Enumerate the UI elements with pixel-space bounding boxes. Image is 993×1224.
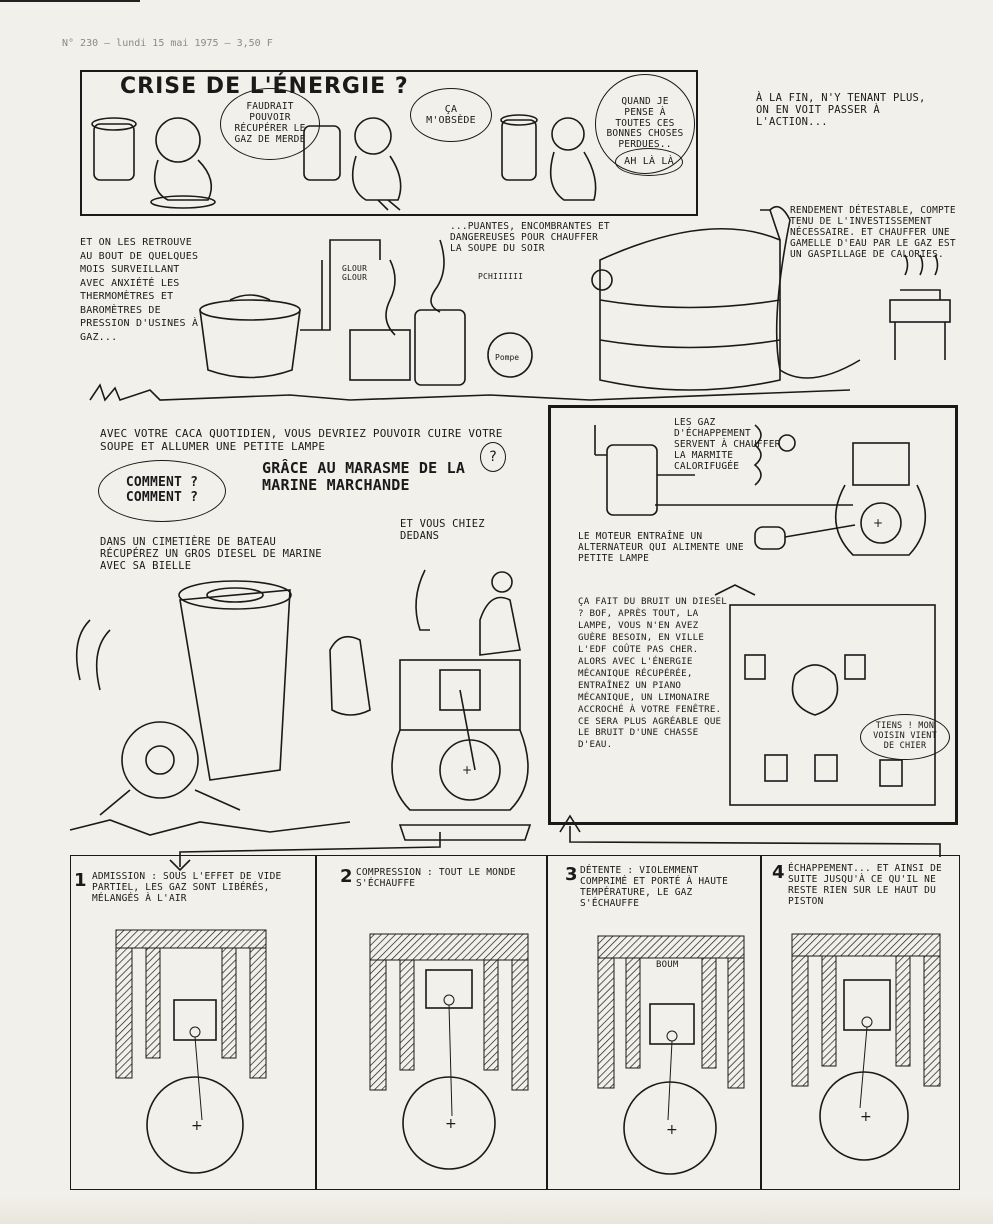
issue-line: N° 230 — lundi 15 mai 1975 — 3,50 F (62, 38, 273, 49)
framed-panel-drawing: + (594, 424, 936, 806)
svg-text:+: + (666, 1122, 678, 1138)
caption-bruit-diesel: Ça fait du bruit un diesel ? Bof, après … (578, 596, 728, 751)
svg-text:+: + (873, 516, 883, 530)
page-bottom-edge (0, 1196, 993, 1224)
caption-retrouve: Et on les retrouve au bout de quelques m… (80, 237, 199, 343)
speech-bubble-ah-la-la: Ah là là (615, 148, 683, 176)
speech-bubble-question: ? (480, 442, 506, 472)
connector-arrows (169, 814, 941, 872)
pump-label: Pompe (495, 353, 519, 362)
label-glou: Glour glour (342, 264, 368, 283)
svg-text:+: + (445, 1116, 457, 1132)
step-2-text: Compression : tout le monde s'échauffe (356, 867, 516, 889)
step-3-text: Détente : violemment comprimé et porté à… (580, 865, 728, 909)
cycle-divider-3 (760, 855, 762, 1190)
step-2-number: 2 (340, 866, 353, 887)
svg-text:+: + (191, 1118, 203, 1134)
diesel-engine-drawing: + (69, 569, 532, 841)
cycle-diagram-detente (597, 935, 745, 1175)
top-rule (0, 0, 140, 2)
intro-caca: Avec votre caca quotidien, vous devriez … (100, 427, 503, 453)
step-1-text: Admission : sous l'effet de vide partiel… (92, 871, 282, 904)
step-4-text: Échappement... et ainsi de suite jusqu'à… (788, 863, 942, 907)
speech-bubble-voisin: Tiens ! mon voisin vient de chier (860, 714, 950, 760)
caption-cimetiere: Dans un cimetière de bateau récupérez un… (100, 536, 322, 573)
cycle-divider-2 (546, 855, 548, 1190)
svg-text:+: + (462, 763, 472, 777)
caption-gaz-echappement: Les gaz d'échappement servent à chauffer… (674, 417, 781, 472)
cycle-diagram-admission (115, 929, 267, 1174)
headline-marasme: Grâce au marasme de la marine marchande (262, 459, 466, 495)
speech-bubble-obsede: Ça m'obsède (410, 88, 492, 142)
gas-factory-drawing: Pompe (89, 205, 951, 402)
speech-bubble-recuperer: Faudrait pouvoir récupérer le gaz de mer… (220, 88, 320, 160)
speech-bubble-comment: Comment ? Comment ? (98, 460, 226, 522)
cycle-diagram-echappement (791, 933, 941, 1161)
caption-rendement: Rendement détestable, compte tenu de l'i… (790, 205, 956, 260)
cycle-frame (70, 855, 960, 1190)
caption-chiez: Et vous chiez dedans (400, 518, 485, 543)
step-1-number: 1 (74, 870, 87, 891)
cycle-divider-1 (315, 855, 317, 1190)
top-strip-frame (80, 70, 698, 216)
boum-label: Boum (656, 960, 679, 970)
step-4-number: 4 (772, 862, 785, 883)
step-3-number: 3 (565, 864, 578, 885)
caption-action: À la fin, n'y tenant plus, on en voit pa… (756, 92, 926, 129)
cycle-diagram-compression (369, 933, 529, 1170)
svg-text:+: + (860, 1109, 872, 1125)
caption-puantes: ...puantes, encombrantes et dangereuses … (450, 221, 610, 254)
framed-panel (548, 405, 958, 825)
label-pchi: pchiiiiii (478, 272, 524, 281)
toilet-figures-drawing (91, 114, 597, 211)
caption-moteur: Le moteur entraîne un alternateur qui al… (578, 531, 744, 564)
cycle-diagrams: + + + + (115, 929, 941, 1175)
